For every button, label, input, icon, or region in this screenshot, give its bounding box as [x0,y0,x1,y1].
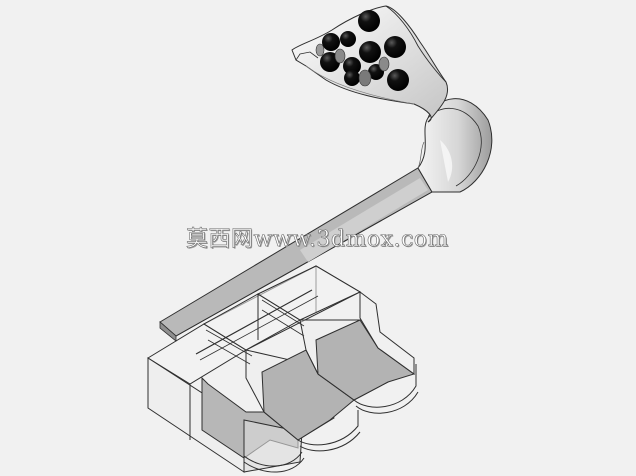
ball [340,31,356,47]
sorting-bin-1 [147,323,305,473]
ball-group [315,10,409,91]
ball [344,70,360,86]
curved-tube [417,98,493,193]
ball [343,57,361,75]
diverter-rails [195,289,319,365]
inclined-ramp [159,167,433,342]
sorter-base [147,265,419,473]
ball [322,33,340,51]
ball [358,10,380,32]
ball [384,36,406,58]
ball [359,41,381,63]
ball [387,69,409,91]
sorting-bin-3 [256,265,419,414]
